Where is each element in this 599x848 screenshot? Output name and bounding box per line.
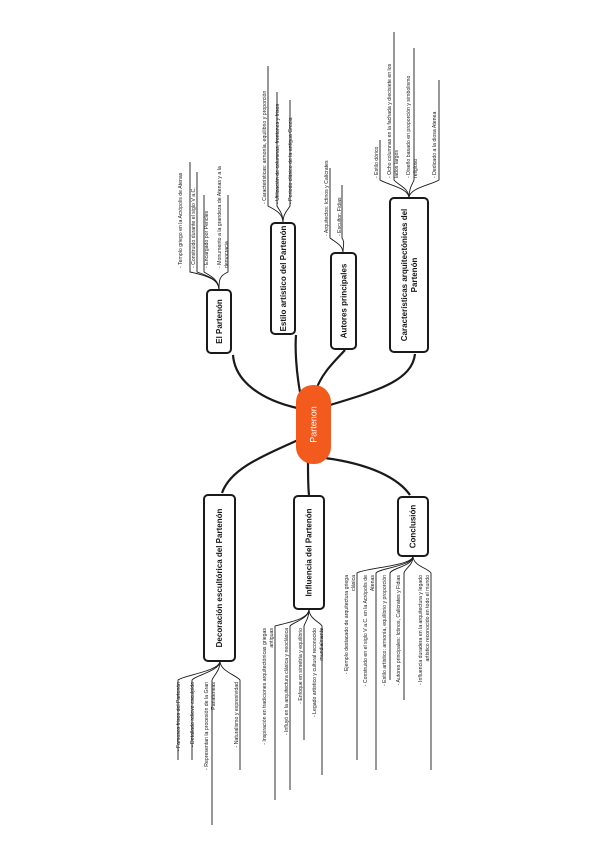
leaf-partenon-2: - Construido durante el siglo V a.C. xyxy=(191,187,197,268)
title-partenon: El Partenón xyxy=(215,299,224,344)
leaf-line-concl-4 xyxy=(403,555,414,700)
leaf-carac-2: - Ocho columnas en la fachada y diecisie… xyxy=(387,63,393,178)
leaf-line-carac-3 xyxy=(408,48,415,199)
leaf-line-deco-3 xyxy=(211,660,221,825)
leaf-autores-2: - Escultor: Fidias xyxy=(337,197,343,236)
leaves-estilo: - Características: armonía, equilibrio y… xyxy=(262,91,294,204)
connector-partenon xyxy=(231,354,298,410)
leaf-partenon-3: - Encargado por Pericles xyxy=(204,211,210,268)
title-estilo: Estilo artístico del Partenón xyxy=(279,225,288,331)
leaf-carac-4: - Dedicado a la diosa Atenea xyxy=(432,112,438,178)
leaf-infl-2: - Influyó en la arquitectura clásica y n… xyxy=(284,628,290,735)
leaf-line-infl-3 xyxy=(303,608,310,740)
title-influencia: Influencia del Partenón xyxy=(305,508,314,596)
central-label: Partenon xyxy=(309,406,319,443)
central-node[interactable] xyxy=(296,385,331,464)
node-caracteristicas[interactable] xyxy=(389,197,429,353)
leaves-partenon: - Templo griego en la Acrópolis de Atena… xyxy=(178,166,230,268)
leaf-deco-3: - Representan la procesión de la Gran xyxy=(204,682,210,770)
leaf-line-carac-4 xyxy=(408,80,440,199)
leaf-line-deco-4 xyxy=(219,660,241,770)
leaf-concl-2b: Atenas xyxy=(370,575,376,592)
leaf-concl-4: - Autores principales: Ictinos, Calícrat… xyxy=(396,575,402,686)
leaf-partenon-4: - Monumento a la grandeza de Atenas y a … xyxy=(217,166,223,268)
leaf-line-deco-1 xyxy=(177,660,221,760)
leaf-concl-5b: artístico reconocido en todo el mundo xyxy=(425,575,431,662)
title-conclusion: Conclusión xyxy=(409,505,418,549)
leaf-infl-1: - Inspiración en tradiciones arquitectón… xyxy=(262,628,268,745)
title-caracteristicas-1: Características arquitectónicas del xyxy=(400,209,409,342)
leaf-infl-4: - Legado artístico y cultural reconocido xyxy=(312,628,318,717)
leaf-estilo-1: - Características: armonía, equilibrio y… xyxy=(262,91,268,204)
leaf-autores-1: - Arquitectos: Ictinos y Calícrates xyxy=(324,160,330,236)
leaf-line-concl-2 xyxy=(375,555,414,770)
leaf-concl-1: - Ejemplo destacado de arquitectura grie… xyxy=(344,575,350,674)
leaf-partenon-1: - Templo griego en la Acrópolis de Atena… xyxy=(178,172,184,268)
leaf-infl-3: - Enfoque en simetría y equilibrio xyxy=(298,628,304,704)
title-caracteristicas-2: Partenón xyxy=(410,258,419,293)
leaves-conclusion: - Ejemplo destacado de arquitectura grie… xyxy=(344,575,431,687)
leaves-influencia: - Inspiración en tradiciones arquitectón… xyxy=(262,628,325,745)
leaf-estilo-2: - Utilización de columnas, frontones y f… xyxy=(275,104,281,204)
node-autores[interactable] xyxy=(330,252,357,350)
leaf-concl-5: - Influencia duradera en la arquitectura… xyxy=(418,575,424,685)
leaf-carac-1: - Estilo dórico xyxy=(374,146,380,178)
leaf-deco-2: - Detallado relieve esculpido xyxy=(190,682,196,747)
leaf-connectors xyxy=(177,32,440,825)
leaf-concl-2: - Construido en el siglo V a.C. en la Ac… xyxy=(363,575,369,686)
leaf-line-concl-5 xyxy=(412,555,432,770)
leaves-autores: - Arquitectos: Ictinos y Calícrates - Es… xyxy=(324,160,343,236)
leaf-partenon-4b: democracia xyxy=(224,241,230,268)
leaf-deco-4: - Naturalismo y expresividad xyxy=(234,682,240,748)
leaf-carac-2b: lados largos xyxy=(394,150,400,178)
title-autores: Autores principales xyxy=(340,263,349,338)
leaf-line-infl-4 xyxy=(308,608,323,775)
connector-caracteristicas xyxy=(329,353,417,407)
leaf-infl-4b: mundialmente xyxy=(319,628,325,661)
leaf-line-estilo-3 xyxy=(282,100,291,224)
leaf-deco-1: - Famosos frisos del Partenón xyxy=(176,682,182,751)
connector-estilo xyxy=(294,334,302,393)
leaf-line-deco-2 xyxy=(191,660,221,760)
leaf-carac-3b: religioso xyxy=(413,159,419,178)
leaves-caracteristicas: - Estilo dórico - Ocho columnas en la fa… xyxy=(374,63,438,178)
leaves-decoracion: - Famosos frisos del Partenón - Detallad… xyxy=(176,682,240,770)
leaf-infl-1b: antiguas xyxy=(269,628,275,648)
leaf-concl-3: - Estilo artístico: armonía, equilibrio … xyxy=(382,575,388,686)
connector-autores xyxy=(314,349,346,391)
connector-conclusion xyxy=(324,456,411,496)
leaf-line-autores-2 xyxy=(341,185,345,254)
leaf-carac-3: - Diseño basado en proporción y simbolis… xyxy=(406,76,412,178)
leaf-deco-3b: Panateneas xyxy=(211,682,217,710)
leaf-concl-1b: clásica xyxy=(351,575,357,591)
title-decoracion: Decoración escultórica del Partenón xyxy=(215,509,224,648)
connector-influencia xyxy=(306,461,311,496)
leaf-line-partenon-4 xyxy=(218,195,229,291)
leaf-estilo-3: - Período clásico de la antigua Grecia xyxy=(288,117,294,204)
connector-decoracion xyxy=(220,438,299,494)
node-decoracion[interactable] xyxy=(203,494,236,662)
leaf-line-carac-2 xyxy=(393,32,410,199)
